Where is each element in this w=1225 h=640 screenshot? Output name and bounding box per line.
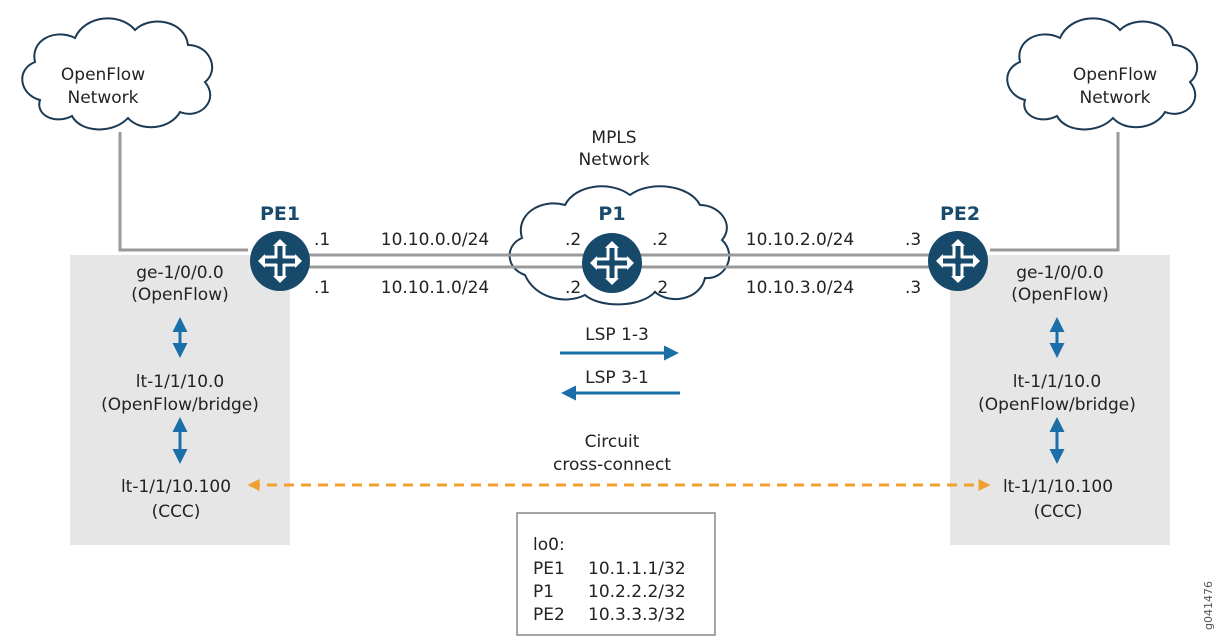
router-pe2-label: PE2 — [940, 203, 980, 225]
circuit-label-line-1: Circuit — [585, 432, 640, 452]
left-if3-mode: (CCC) — [152, 502, 201, 522]
left-cloud-connector — [118, 132, 248, 252]
lsp-reverse-label: LSP 3-1 — [585, 368, 649, 388]
right-site-box — [950, 255, 1170, 545]
router-p1-icon — [580, 231, 644, 295]
subnet-bottom-left: 10.10.1.0/24 — [381, 278, 489, 298]
left-if2-name: lt-1/1/10.0 — [136, 372, 224, 392]
right-cloud-line-1: OpenFlow — [1073, 65, 1157, 85]
router-pe1-label: PE1 — [260, 203, 300, 225]
right-if2-mode: (OpenFlow/bridge) — [978, 395, 1136, 415]
right-if1-mode: (OpenFlow) — [1011, 285, 1108, 305]
right-if2-name: lt-1/1/10.0 — [1013, 372, 1101, 392]
router-pe1-icon — [248, 229, 312, 293]
p1-left-top-host: .2 — [565, 230, 581, 250]
right-openflow-cloud — [1006, 17, 1199, 131]
loopback-row-name: P1 — [533, 582, 554, 602]
left-openflow-cloud — [21, 17, 214, 131]
loopback-row-name: PE2 — [533, 605, 565, 625]
circuit-label-line-2: cross-connect — [553, 455, 671, 475]
left-cloud-line-1: OpenFlow — [61, 65, 145, 85]
subnet-top-right: 10.10.2.0/24 — [746, 230, 854, 250]
p1-right-top-host: .2 — [652, 230, 668, 250]
p1-left-bottom-host: .2 — [565, 278, 581, 298]
right-if3-name: lt-1/1/10.100 — [1003, 477, 1113, 497]
subnet-bottom-right: 10.10.3.0/24 — [746, 278, 854, 298]
right-if3-mode: (CCC) — [1034, 502, 1083, 522]
loopback-box — [516, 512, 716, 636]
pe1-bottom-host: .1 — [314, 278, 330, 298]
pe2-bottom-host: .3 — [905, 278, 921, 298]
right-cloud-connector — [990, 132, 1120, 252]
router-pe2-icon — [926, 229, 990, 293]
left-if2-mode: (OpenFlow/bridge) — [101, 395, 259, 415]
left-site-box — [70, 255, 290, 545]
loopback-title: lo0: — [533, 535, 565, 555]
left-if1-mode: (OpenFlow) — [131, 285, 228, 305]
p1-right-bottom-host: .2 — [652, 278, 668, 298]
router-p1-label: P1 — [598, 203, 625, 225]
loopback-row-addr: 10.3.3.3/32 — [588, 605, 686, 625]
right-if1-name: ge-1/0/0.0 — [1016, 263, 1104, 283]
pe2-top-host: .3 — [905, 230, 921, 250]
lsp-forward-label: LSP 1-3 — [585, 325, 649, 345]
figure-id: g041476 — [1202, 581, 1215, 630]
left-if1-name: ge-1/0/0.0 — [136, 263, 224, 283]
loopback-row-name: PE1 — [533, 559, 565, 579]
left-if3-name: lt-1/1/10.100 — [121, 477, 231, 497]
mpls-cloud-line-2: Network — [579, 150, 650, 170]
pe1-top-host: .1 — [314, 230, 330, 250]
right-cloud-line-2: Network — [1080, 88, 1151, 108]
subnet-top-left: 10.10.0.0/24 — [381, 230, 489, 250]
left-cloud-line-2: Network — [68, 88, 139, 108]
loopback-row-addr: 10.1.1.1/32 — [588, 559, 686, 579]
loopback-row-addr: 10.2.2.2/32 — [588, 582, 686, 602]
mpls-cloud-line-1: MPLS — [591, 128, 636, 148]
